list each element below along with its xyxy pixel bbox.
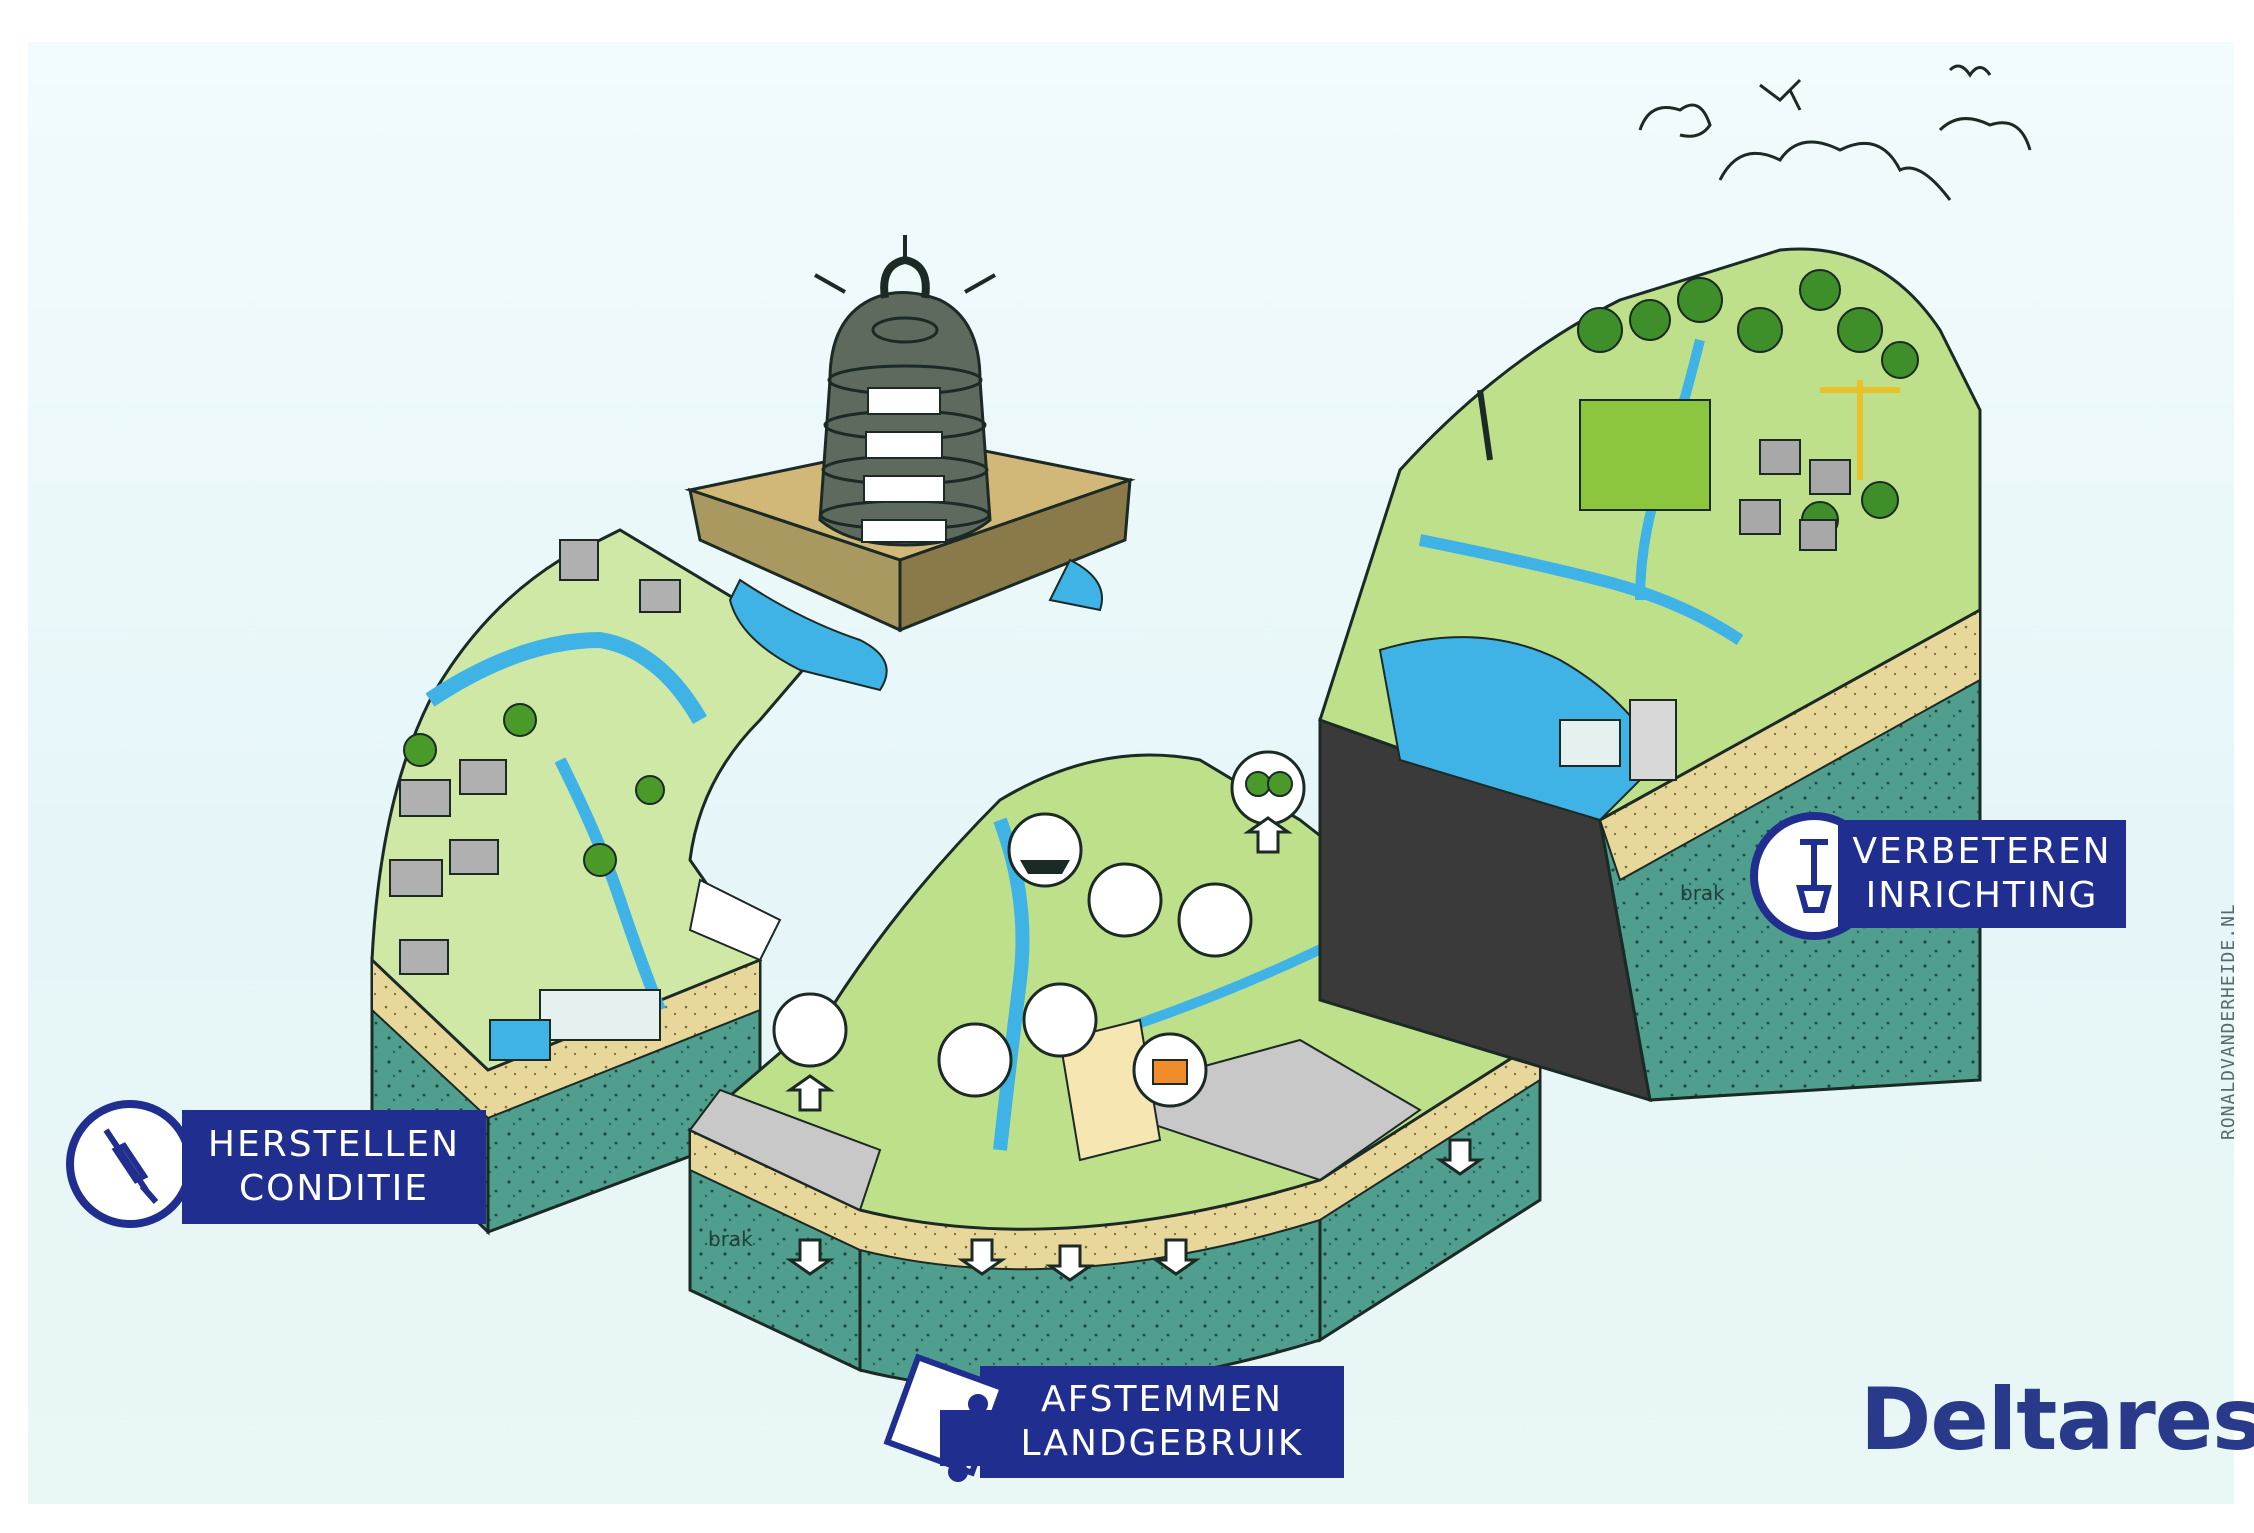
illustrator-credit: RONALDVANDERHEIDE.NL xyxy=(2218,903,2239,1140)
label-herstellen-conditie: HERSTELLEN CONDITIE xyxy=(182,1110,486,1224)
label-verbeteren-line2: INRICHTING xyxy=(1865,875,2099,916)
label-verbeteren-inrichting: VERBETEREN INRICHTING xyxy=(1838,820,2126,928)
puzzle-icon xyxy=(883,1353,1007,1482)
label-afstemmen-line2: LANDGEBRUIK xyxy=(1020,1423,1304,1464)
shovel-glyph xyxy=(1796,839,1832,913)
right-block: brak xyxy=(1318,247,1982,1103)
left-arc-block xyxy=(370,528,823,1236)
label-verbeteren-line1: VERBETEREN xyxy=(1852,831,2112,872)
label-afstemmen-line1: AFSTEMMEN xyxy=(1040,1379,1284,1420)
label-herstellen-line2: CONDITIE xyxy=(238,1168,430,1209)
label-afstemmen-landgebruik: AFSTEMMEN LANDGEBRUIK xyxy=(980,1366,1344,1478)
syringe-glyph xyxy=(103,1128,159,1204)
svg-text:brak: brak xyxy=(708,1227,753,1251)
clouds-doodle xyxy=(1638,64,2032,201)
brand-logo: Deltares xyxy=(1860,1370,2254,1470)
bell-weight-block xyxy=(684,235,1136,692)
label-herstellen-line1: HERSTELLEN xyxy=(207,1124,461,1165)
svg-text:brak: brak xyxy=(1680,881,1725,905)
